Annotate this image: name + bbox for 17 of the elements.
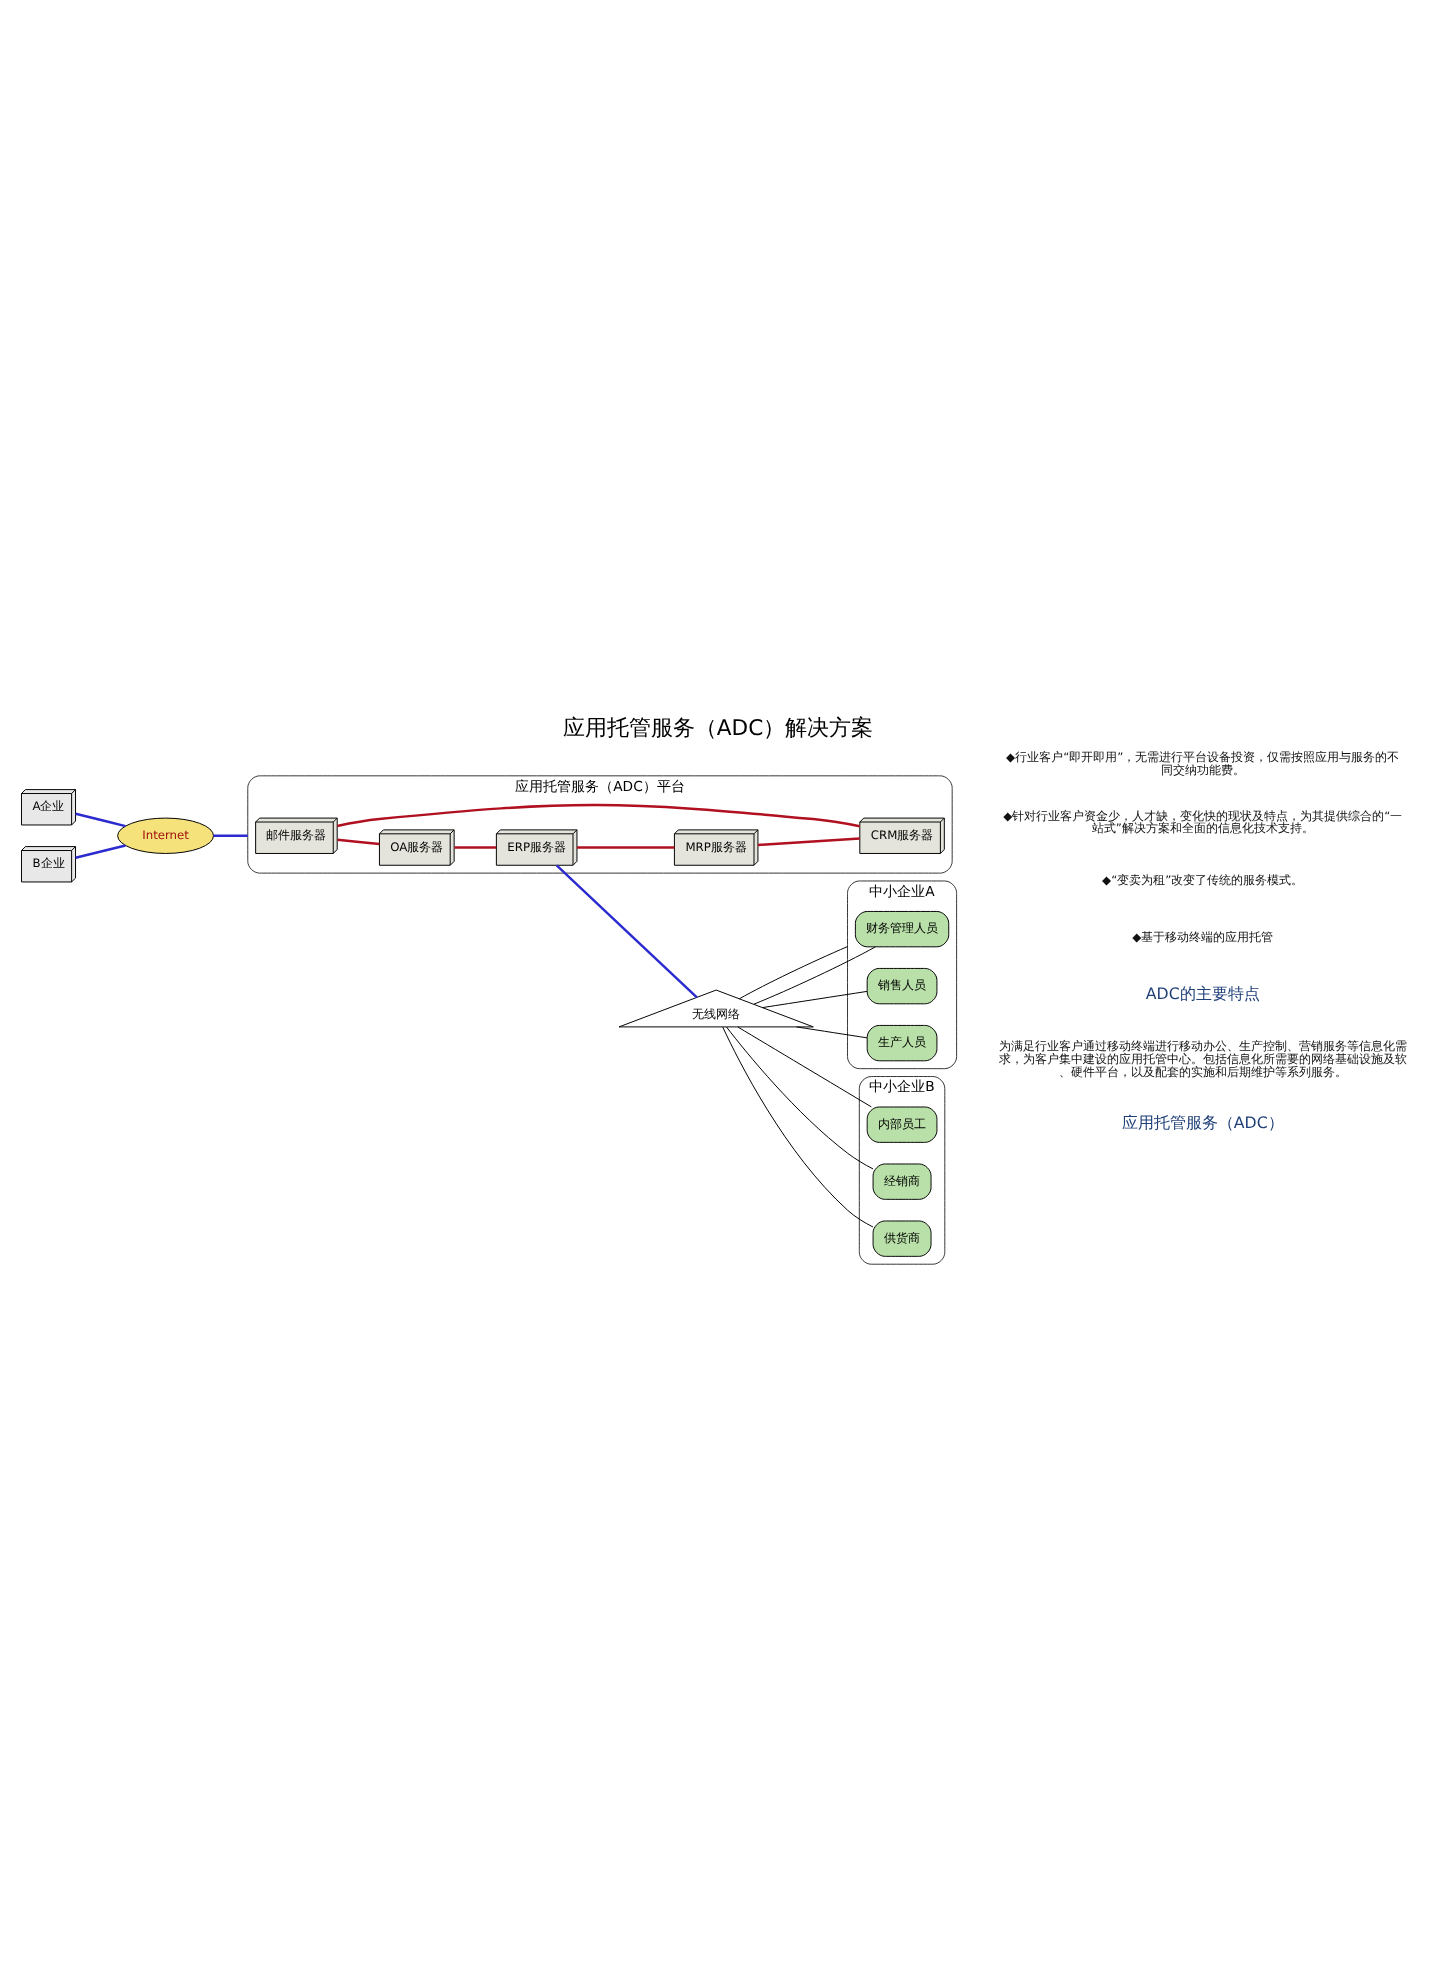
connector [454, 846, 497, 849]
connector [737, 1026, 872, 1108]
connector [722, 1026, 874, 1228]
connector [726, 1026, 874, 1170]
connector [75, 812, 126, 828]
connector [738, 946, 848, 1000]
diagram-title: 应用托管服务（ADC）解决方案 [562, 715, 874, 742]
connector [577, 846, 675, 849]
connector [336, 803, 860, 828]
connector [757, 837, 860, 847]
connector [753, 946, 876, 1005]
connector [337, 838, 380, 846]
connector [762, 990, 868, 1009]
connector [555, 864, 698, 999]
connector [796, 1026, 868, 1039]
connector [75, 844, 126, 859]
connector [213, 834, 248, 837]
